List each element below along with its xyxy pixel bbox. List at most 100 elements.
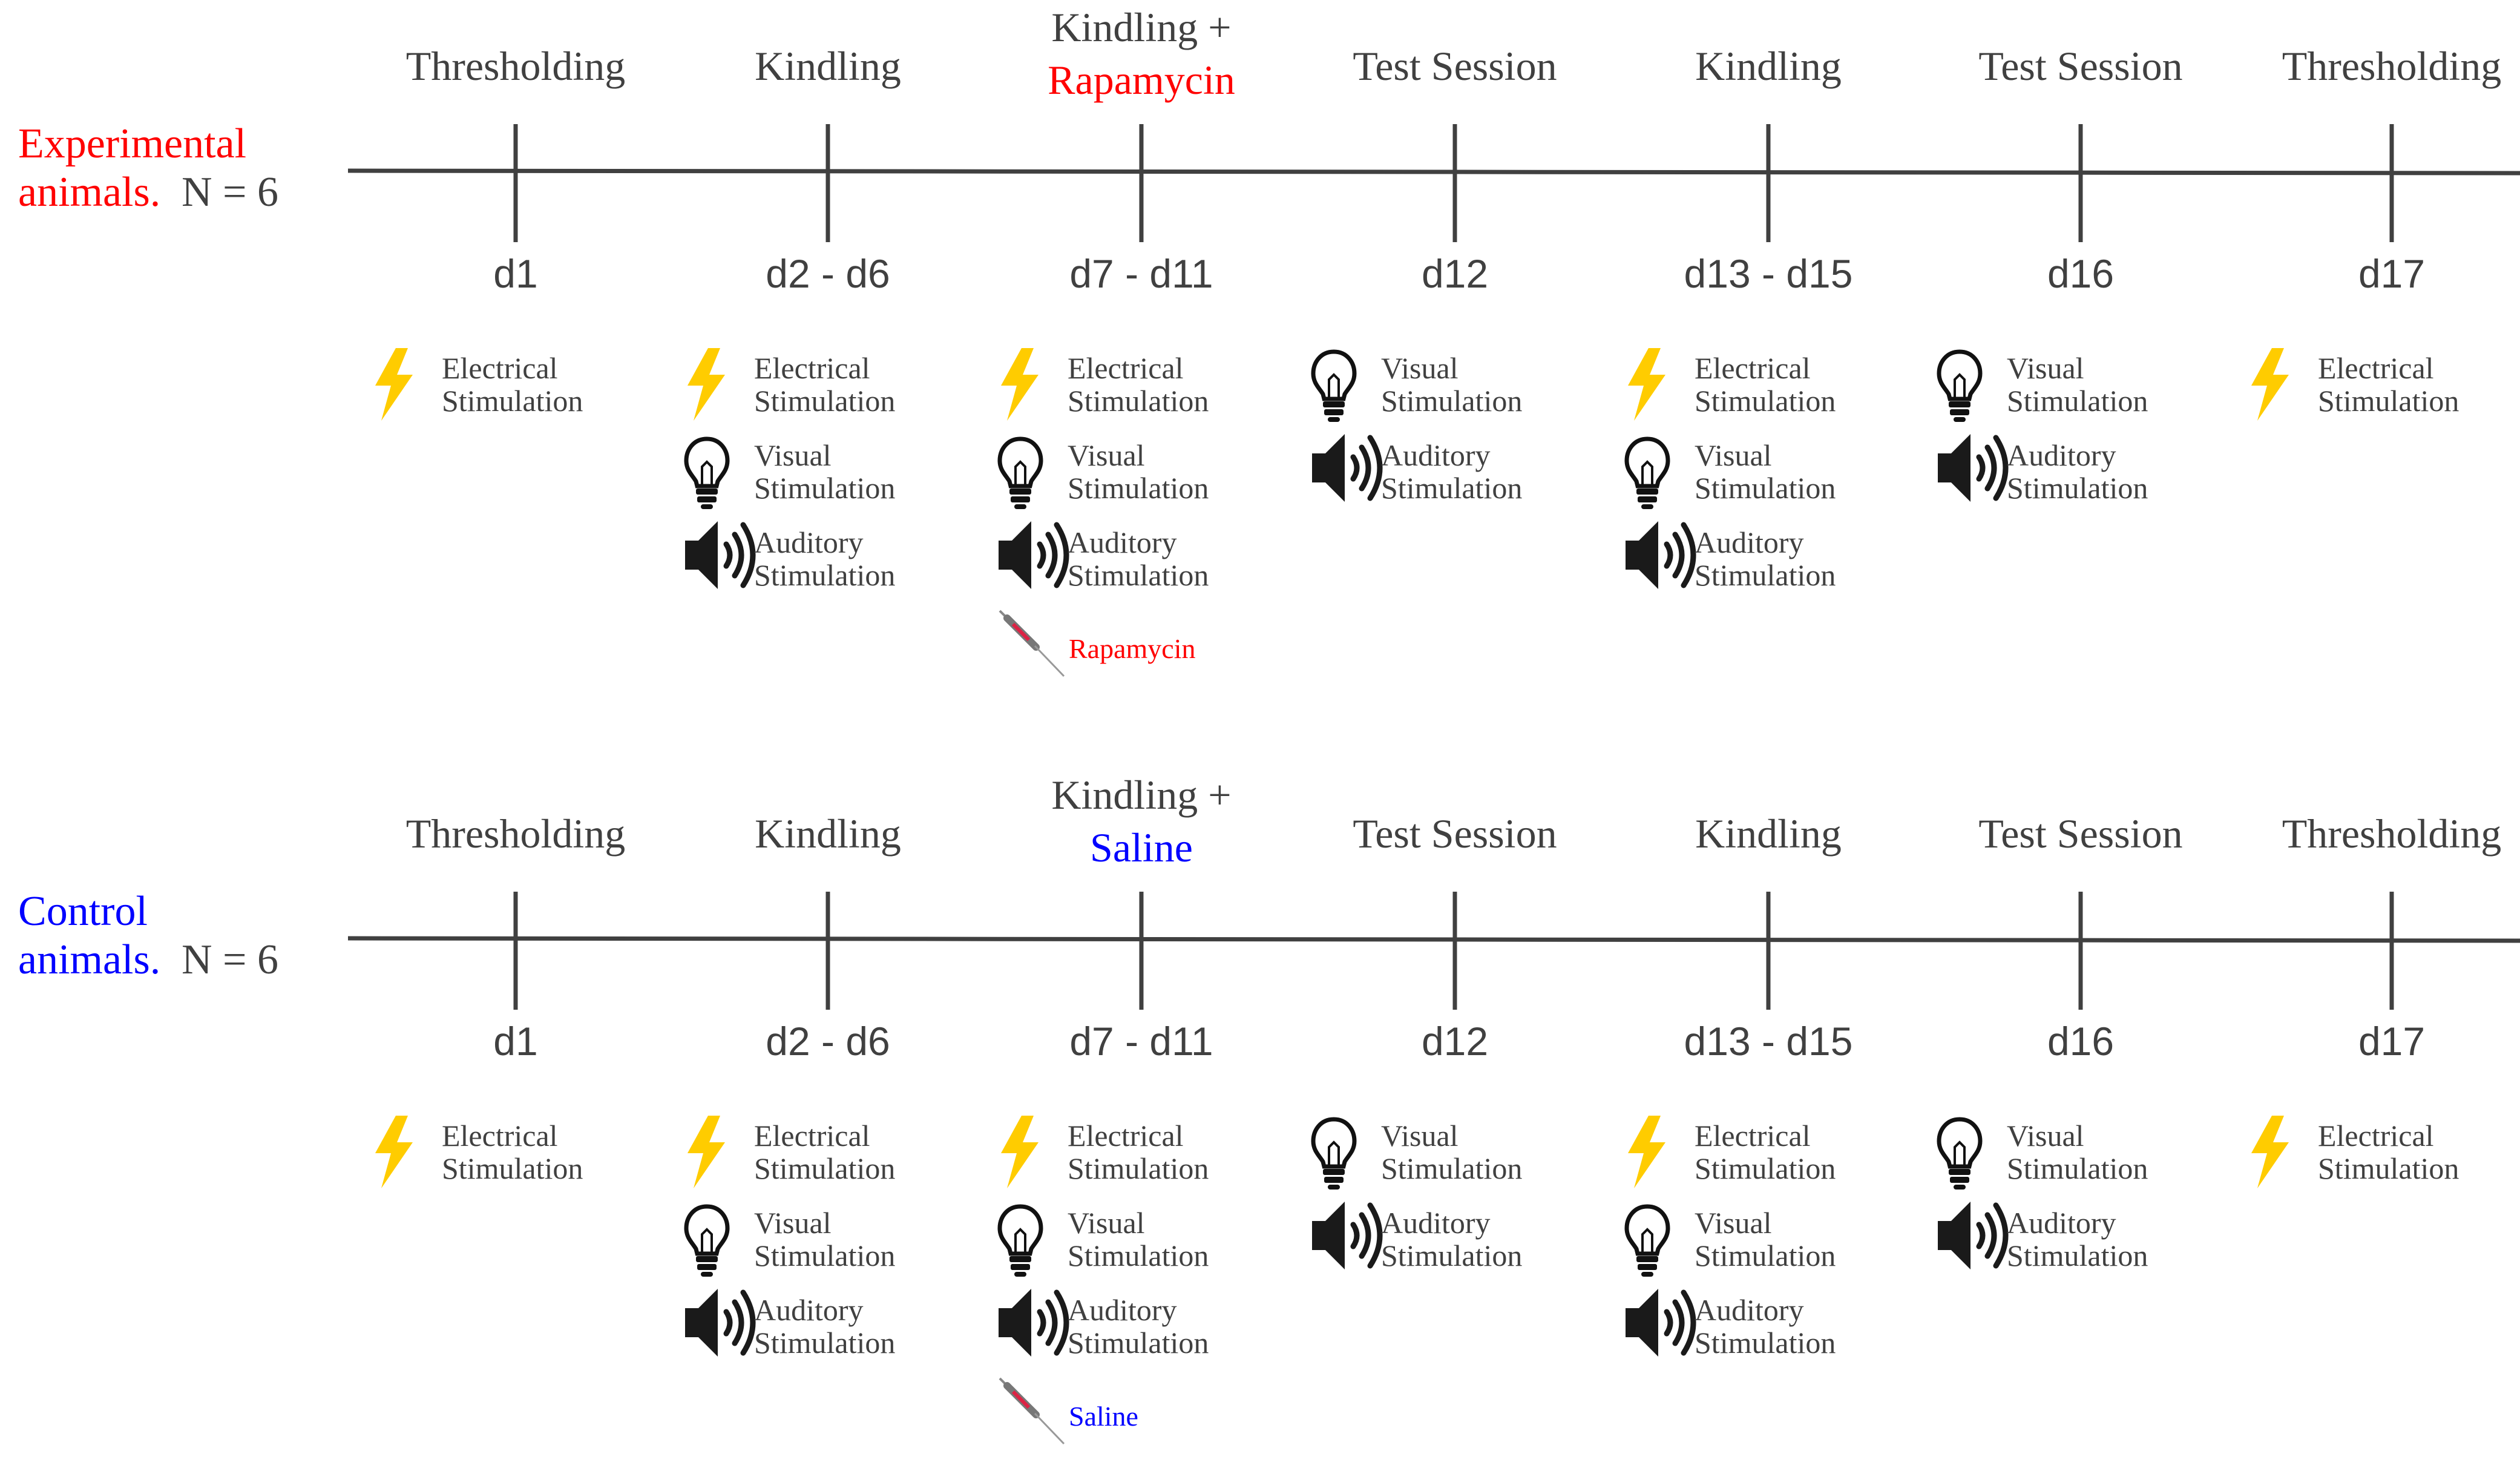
speaker-icon — [1312, 434, 1383, 502]
day-label: d16 — [2047, 1019, 2114, 1064]
stimulation-label-line1: Auditory — [1068, 1293, 1177, 1327]
speaker-icon — [1626, 521, 1696, 589]
day-label: d12 — [1422, 251, 1488, 296]
phase-label: Kindling — [1695, 43, 1842, 89]
bolt-icon — [2251, 348, 2289, 421]
stimulation-label-line2: Stimulation — [2007, 384, 2148, 418]
group-label-line2: animals. — [18, 169, 160, 216]
day-label: d17 — [2358, 251, 2425, 296]
stimulation-label-line2: Stimulation — [2007, 1239, 2148, 1272]
stimulation-label-line2: Stimulation — [1695, 1151, 1836, 1185]
stimulation-label-line2: Stimulation — [1695, 1239, 1836, 1272]
stimulation-label-line2: Stimulation — [754, 384, 895, 418]
day-label: d13 - d15 — [1684, 251, 1853, 296]
syringe-icon — [999, 610, 1065, 677]
bolt-icon — [1001, 348, 1039, 421]
day-label: d2 - d6 — [766, 1019, 890, 1064]
stimulation-label-line2: Stimulation — [1068, 1239, 1209, 1272]
stimulation-label-line2: Stimulation — [442, 1151, 583, 1185]
phase-label: Thresholding — [406, 811, 626, 857]
speaker-icon — [1626, 1289, 1696, 1357]
bolt-icon — [375, 1116, 413, 1188]
speaker-icon — [1938, 1202, 2009, 1269]
stimulation-label-line2: Stimulation — [1068, 558, 1209, 592]
stimulation-label-line2: Stimulation — [2007, 1151, 2148, 1185]
stimulation-label-line2: Stimulation — [1695, 384, 1836, 418]
stimulation-label-line1: Visual — [754, 1206, 832, 1240]
phase-label: Test Session — [1353, 811, 1557, 857]
stimulation-label-line1: Visual — [1695, 1206, 1772, 1240]
stimulation-label-line2: Stimulation — [2318, 384, 2459, 418]
phase-label: Kindling + — [1051, 4, 1231, 50]
stimulation-label-line2: Stimulation — [1695, 1326, 1836, 1360]
bulb-icon — [997, 436, 1043, 509]
stimulation-item: Rapamycin — [999, 610, 1196, 677]
stimulation-label-line2: Stimulation — [1381, 384, 1522, 418]
stimulation-label-line2: Stimulation — [754, 1151, 895, 1185]
stimulation-label-line1: Electrical — [2318, 351, 2434, 385]
phase-label-treatment: Saline — [1090, 824, 1193, 870]
stimulation-label-line2: Stimulation — [1068, 1326, 1209, 1360]
phase-label: Kindling — [755, 43, 901, 89]
stimulation-label-line1: Electrical — [442, 351, 558, 385]
phase-label: Kindling + — [1051, 772, 1231, 818]
group-n: N = 6 — [182, 169, 278, 216]
stimulation-label-line1: Visual — [1068, 1206, 1145, 1240]
stimulation-label-line2: Stimulation — [442, 384, 583, 418]
stimulation-label-line2: Stimulation — [754, 471, 895, 505]
stimulation-label-line1: Auditory — [1695, 525, 1804, 559]
stimulation-label-line2: Stimulation — [1068, 384, 1209, 418]
stimulation-label-line2: Stimulation — [1695, 471, 1836, 505]
stimulation-label-line1: Electrical — [1068, 351, 1184, 385]
stage-3: Test Sessiond12VisualStimulationAuditory… — [1311, 811, 1557, 1272]
stimulation-label-line1: Visual — [2007, 351, 2084, 385]
phase-label: Test Session — [1978, 811, 2182, 857]
stimulation-label-line1: Electrical — [2318, 1119, 2434, 1153]
bulb-icon — [1937, 349, 1983, 422]
stimulation-label-line1: Electrical — [754, 1119, 870, 1153]
stimulation-label-line2: Stimulation — [1695, 558, 1836, 592]
speaker-icon — [999, 521, 1069, 589]
bulb-icon — [684, 436, 730, 509]
treatment-label: Saline — [1069, 1401, 1138, 1432]
bolt-icon — [2251, 1116, 2289, 1188]
stimulation-label-line1: Visual — [1695, 438, 1772, 472]
stimulation-label-line1: Electrical — [1068, 1119, 1184, 1153]
stimulation-label-line1: Auditory — [1695, 1293, 1804, 1327]
stimulation-label-line2: Stimulation — [1068, 1151, 1209, 1185]
timeline-axis — [347, 936, 2520, 943]
bolt-icon — [1628, 348, 1665, 421]
speaker-icon — [685, 1289, 756, 1357]
bulb-icon — [997, 1204, 1043, 1277]
bolt-icon — [375, 348, 413, 421]
day-label: d16 — [2047, 251, 2114, 296]
bulb-icon — [684, 1204, 730, 1277]
day-label: d1 — [493, 251, 537, 296]
stimulation-label-line1: Visual — [754, 438, 832, 472]
bulb-icon — [1624, 436, 1670, 509]
stimulation-label-line2: Stimulation — [1381, 1151, 1522, 1185]
syringe-icon — [999, 1377, 1065, 1445]
bolt-icon — [1001, 1116, 1039, 1188]
